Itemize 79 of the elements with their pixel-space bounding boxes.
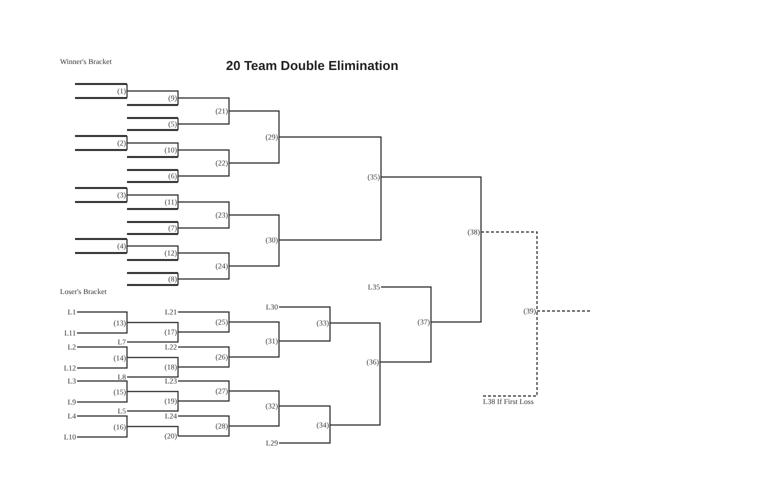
bracket-line (279, 425, 331, 444)
fill-in-line (75, 135, 127, 137)
fill-in-line (127, 129, 178, 131)
bracket-line (279, 306, 331, 323)
fill-in-line (127, 259, 178, 261)
bracket-line (483, 311, 538, 397)
bracket-line (178, 266, 230, 280)
bracket-line (178, 215, 230, 229)
fill-in-line (127, 117, 178, 119)
bracket-line (178, 415, 230, 426)
diagram-title: 20 Team Double Elimination (226, 59, 398, 72)
fill-in-line (127, 233, 178, 235)
bracket-line (127, 332, 179, 343)
bracket-line (127, 322, 179, 332)
bracket-line (229, 240, 280, 267)
fill-in-line (127, 208, 178, 210)
bracket-line (77, 392, 128, 403)
bracket-line (381, 176, 482, 232)
fill-in-line (127, 156, 178, 158)
bracket-line (77, 346, 128, 358)
bracket-line (229, 214, 280, 240)
bracket-line (178, 311, 230, 322)
bracket-line (178, 391, 230, 402)
fill-in-line (127, 169, 178, 171)
fill-in-line (75, 201, 127, 203)
bracket-line (178, 346, 230, 357)
bracket-line (229, 110, 280, 137)
bracket-line (178, 201, 230, 215)
bracket-line (178, 380, 230, 391)
bracket-line (127, 356, 179, 367)
bracket-line (330, 362, 381, 426)
bracket-line (77, 415, 128, 426)
bracket-line (127, 367, 179, 378)
bracket-line (127, 390, 179, 401)
fill-in-line (127, 272, 178, 274)
bracket-line (229, 341, 280, 358)
fill-in-line (127, 104, 178, 106)
bracket-line (77, 380, 128, 392)
bracket-line (279, 323, 331, 342)
bracket-line (77, 322, 128, 334)
bracket-line (127, 90, 179, 98)
bracket-line (279, 136, 382, 177)
bracket-line (537, 310, 590, 312)
bracket-line (77, 426, 128, 438)
bracket-line (229, 390, 280, 406)
bracket-line (178, 426, 230, 437)
bracket-line (229, 137, 280, 164)
bracket-line (178, 149, 230, 163)
bracket-line (127, 401, 179, 412)
bracket-line (431, 232, 482, 323)
fill-in-line (127, 221, 178, 223)
bracket-line (127, 426, 179, 436)
fill-in-line (75, 238, 127, 240)
bracket-line (229, 406, 280, 427)
bracket-line (481, 231, 538, 311)
fill-in-line (127, 181, 178, 183)
bracket-line (178, 111, 230, 125)
fill-in-line (127, 284, 178, 286)
bracket-line (127, 245, 179, 253)
bracket-line (178, 322, 230, 333)
fill-in-line (75, 149, 127, 151)
bracket-line (178, 357, 230, 368)
fill-in-line (75, 252, 127, 254)
bracket-line (127, 142, 179, 150)
bracket-line (77, 311, 128, 322)
bracket-line (178, 252, 230, 266)
bracket-line (178, 163, 230, 177)
fill-in-line (75, 83, 127, 85)
bracket-line (229, 321, 280, 341)
bracket-line (380, 322, 432, 363)
fill-in-line (75, 97, 127, 99)
bracket-line (381, 286, 432, 322)
bracket-line (279, 177, 382, 241)
bracket-line (279, 405, 331, 425)
bracket-line (127, 194, 179, 202)
bracket-line (178, 97, 230, 111)
fill-in-line (75, 187, 127, 189)
bracket-line (77, 358, 128, 369)
bracket-line (330, 322, 381, 362)
